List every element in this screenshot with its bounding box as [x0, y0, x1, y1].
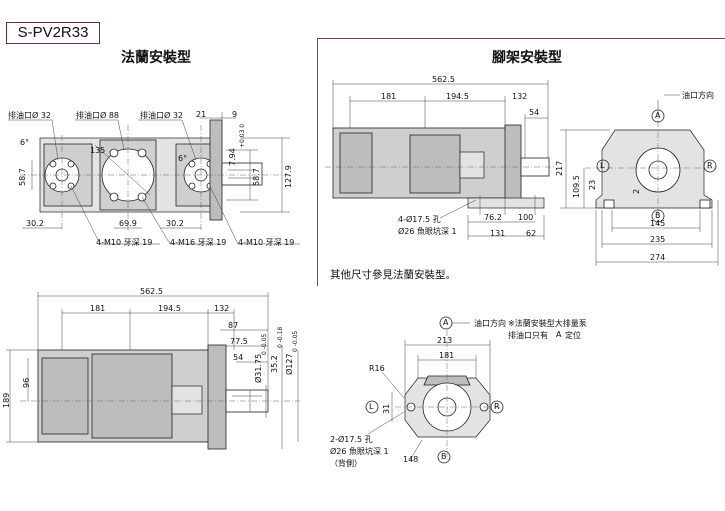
flange-top-view — [8, 112, 300, 245]
thread-right: 4-M10 牙深 19 — [238, 238, 295, 247]
flange-dim-189: 189 — [2, 392, 11, 408]
dim-135: 135 — [90, 146, 106, 155]
foot-dim-217: 217 — [555, 160, 564, 176]
flange-dim-31: 31 — [382, 403, 391, 414]
dim-21: 21 — [196, 110, 207, 119]
flange-counterbore: Ø26 魚眼坑深 1 — [330, 447, 389, 456]
flange-marker-a-top: A — [443, 318, 449, 327]
foot-dim-181: 181 — [381, 92, 397, 101]
flange-dim-562-5: 562.5 — [140, 287, 163, 296]
foot-dim-194-5: 194.5 — [446, 92, 469, 101]
port-left-label: 排油口Ø 32 — [8, 111, 52, 120]
flange-dim-132: 132 — [214, 304, 230, 313]
foot-side-view — [325, 80, 555, 240]
flange-remark-1: ※法蘭安裝型大排量泵 — [508, 319, 587, 328]
foot-dim-109-5: 109.5 — [572, 175, 581, 198]
foot-oil-direction: 油口方向 — [682, 91, 714, 100]
foot-dim-132: 132 — [512, 92, 528, 101]
flange-dim-127-tol: 0 -0.05 — [292, 330, 299, 352]
foot-dim-145: 145 — [650, 219, 666, 228]
flange-dim-87: 87 — [228, 321, 239, 330]
dim-127-9: 127.9 — [284, 165, 293, 188]
foot-dim-62: 62 — [526, 229, 537, 238]
foot-dim-2: 2 — [632, 188, 641, 194]
foot-dim-274: 274 — [650, 253, 666, 262]
section-divider-horizontal — [317, 38, 725, 39]
dim-69-9: 69.9 — [119, 219, 137, 228]
port-right-label: 排油口Ø 32 — [140, 111, 184, 120]
flange-side-view — [6, 292, 300, 450]
flange-end-view — [365, 316, 504, 464]
dim-30-2-left: 30.2 — [26, 219, 44, 228]
foot-marker-l: L — [600, 161, 605, 170]
foot-note: 其他尺寸參見法蘭安裝型。 — [330, 269, 456, 281]
port-center-label: 排油口Ø 88 — [76, 111, 120, 120]
flange-mount-title: 法蘭安裝型 — [121, 50, 191, 66]
foot-dim-100: 100 — [518, 213, 534, 222]
foot-end-view — [560, 94, 719, 266]
dim-9: 9 — [232, 110, 238, 119]
angle-left: 6° — [20, 138, 30, 147]
dim-58-7-left: 58.7 — [18, 168, 27, 186]
flange-dim-96: 96 — [22, 377, 31, 388]
foot-dim-131: 131 — [490, 229, 506, 238]
flange-dim-181: 181 — [439, 351, 455, 360]
foot-dim-76-2: 76.2 — [484, 213, 502, 222]
flange-dim-77-5: 77.5 — [230, 337, 248, 346]
dim-7-94: 7.94 — [228, 148, 237, 166]
flange-dim-194-5: 194.5 — [158, 304, 181, 313]
dim-58-7-right: 58.7 — [252, 168, 261, 186]
section-divider-vertical — [317, 38, 318, 286]
flange-back-side: （背側） — [330, 459, 362, 468]
flange-remark-marker-a: A — [556, 330, 562, 339]
flange-remark-2b: 定位 — [565, 331, 581, 340]
flange-dim-181: 181 — [90, 304, 106, 313]
flange-dim-31-75-tol: 0 -0.05 — [261, 333, 268, 355]
flange-dim-213: 213 — [437, 336, 453, 345]
flange-dim-35-2: 35.2 — [270, 355, 279, 373]
flange-remark-2a: 排油口只有 — [508, 331, 548, 340]
dim-30-2-right: 30.2 — [166, 219, 184, 228]
foot-dim-23: 23 — [588, 179, 597, 190]
flange-dim-54: 54 — [233, 353, 244, 362]
thread-left: 4-M10 牙深 19 — [96, 238, 153, 247]
flange-marker-b: B — [441, 452, 447, 461]
foot-mount-title: 腳架安裝型 — [492, 50, 562, 66]
foot-counterbore: Ø26 魚眼坑深 1 — [398, 227, 457, 236]
foot-dim-54: 54 — [529, 108, 540, 117]
angle-right: 6° — [178, 154, 188, 163]
flange-dim-r16: R16 — [369, 364, 385, 373]
foot-dim-235: 235 — [650, 235, 666, 244]
dim-7-94-tol: +0.03 0 — [239, 123, 246, 148]
flange-dim-127: Ø127 — [285, 353, 294, 375]
flange-dim-31-75: Ø31.75 — [254, 353, 263, 383]
thread-center: 4-M16 牙深 19 — [170, 238, 227, 247]
foot-hole: 4-Ø17.5 孔 — [398, 215, 441, 224]
model-tag: S-PV2R33 — [6, 22, 100, 44]
flange-marker-l: L — [369, 402, 374, 411]
flange-dim-148: 148 — [403, 455, 419, 464]
flange-hole: 2-Ø17.5 孔 — [330, 435, 373, 444]
foot-marker-b: B — [655, 211, 661, 220]
flange-marker-r: R — [494, 402, 500, 411]
flange-dim-35-2-tol: 0 -0.18 — [277, 326, 284, 348]
foot-marker-r: R — [707, 161, 713, 170]
foot-marker-a: A — [655, 111, 661, 120]
flange-oil-direction: 油口方向 — [474, 319, 506, 328]
foot-dim-562-5: 562.5 — [432, 75, 455, 84]
